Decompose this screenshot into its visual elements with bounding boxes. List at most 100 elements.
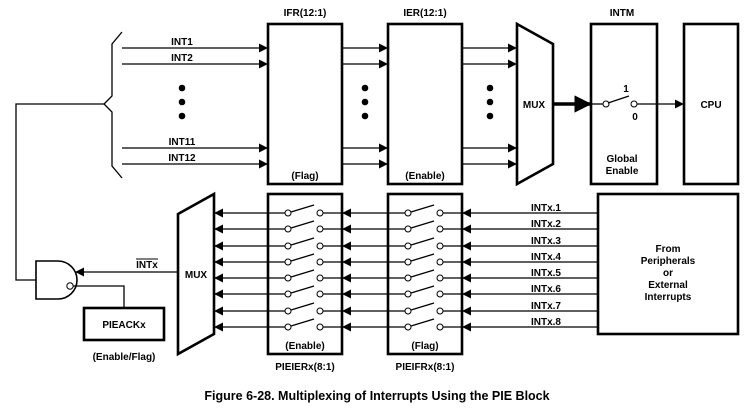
pieifr-switch-5-contact-b	[436, 290, 444, 298]
intm-switch-1: 1	[623, 84, 629, 95]
pieierx-title: PIEIERx(8:1)	[275, 362, 334, 373]
pieifr-switch-3-blade	[410, 253, 435, 262]
pieier-switch-0-contact-b	[316, 209, 324, 217]
pieifr-flag-label: (Flag)	[411, 341, 438, 352]
bottom-input-label-2: INTx.3	[531, 236, 561, 247]
bottom-input-label-7: INTx.8	[531, 317, 561, 328]
peripherals-line-1: From	[656, 244, 681, 255]
cpu-block	[682, 22, 740, 186]
bottom-input-label-1: INTx.2	[531, 219, 561, 230]
top-ellipsis-out-2	[486, 112, 494, 120]
pieier-switch-3-contact-a	[284, 258, 292, 266]
peripherals-line-4: External	[648, 280, 688, 291]
pieier-switch-1-contact-b	[316, 225, 324, 233]
pieifr-switch-2-contact-a	[404, 242, 412, 250]
pieier-register	[266, 192, 344, 356]
pieack-to-gate-wire	[73, 285, 125, 308]
pieier-switch-7-contact-a	[284, 323, 292, 331]
bottom-mux-label: MUX	[185, 270, 208, 281]
pieier-switch-1-blade	[290, 220, 315, 229]
top-input-label-0: INT1	[171, 37, 193, 48]
and-gate-inverter	[66, 282, 74, 290]
pieier-switch-6-contact-b	[316, 307, 324, 315]
pieier-switch-6-contact-a	[284, 307, 292, 315]
pieifr-switch-3-contact-a	[404, 258, 412, 266]
figure-caption: Figure 6-28. Multiplexing of Interrupts …	[204, 389, 549, 403]
pieifr-switch-2-blade	[410, 237, 435, 246]
ier-title: IER(12:1)	[403, 8, 446, 19]
pieifr-switch-4-contact-a	[404, 274, 412, 282]
pieifr-switch-6-contact-a	[404, 307, 412, 315]
pieack-note: (Enable/Flag)	[93, 352, 156, 363]
pieier-switch-2-blade	[290, 237, 315, 246]
top-input-label-3: INT12	[168, 153, 196, 164]
pieier-switch-5-contact-a	[284, 290, 292, 298]
ier-register	[386, 22, 464, 186]
pieifr-switch-1-contact-a	[404, 225, 412, 233]
top-ellipsis-inputs-2	[178, 112, 186, 120]
pieack-label: PIEACKx	[102, 320, 146, 331]
pieifr-switch-3-contact-b	[436, 258, 444, 266]
pieier-switch-4-contact-a	[284, 274, 292, 282]
pieifr-switch-4-blade	[410, 269, 435, 278]
pieifr-switch-7-blade	[410, 318, 435, 327]
pieier-switch-7-blade	[290, 318, 315, 327]
pieifr-switch-4-contact-b	[436, 274, 444, 282]
pieifrx-title: PIEIFRx(8:1)	[396, 362, 455, 373]
top-input-label-2: INT11	[169, 137, 196, 148]
bottom-input-label-3: INTx.4	[531, 252, 561, 263]
bottom-input-label-0: INTx.1	[531, 203, 561, 214]
top-mux	[515, 21, 555, 187]
pieifr-switch-1-blade	[410, 220, 435, 229]
pieier-switch-4-blade	[290, 269, 315, 278]
pieier-switch-2-contact-b	[316, 242, 324, 250]
pieier-switch-2-contact-a	[284, 242, 292, 250]
top-ellipsis-out-0	[486, 84, 494, 92]
pieifr-switch-2-contact-b	[436, 242, 444, 250]
intm-switch	[591, 95, 657, 108]
peripherals-block	[596, 192, 740, 336]
pieifr-switch-5-contact-a	[404, 290, 412, 298]
pieifr-switch-0-contact-b	[436, 209, 444, 217]
pieifr-register	[386, 192, 464, 356]
pieier-switch-5-blade	[290, 285, 315, 294]
cpu-label: CPU	[700, 100, 721, 111]
top-mux-label: MUX	[523, 100, 546, 111]
pieifr-switch-6-contact-b	[436, 307, 444, 315]
pieifr-switch-0-blade	[410, 204, 435, 213]
ifr-register	[266, 22, 344, 186]
bottom-input-label-5: INTx.6	[531, 284, 561, 295]
global-enable-label-1: Global	[606, 154, 637, 165]
pieier-switch-0-contact-a	[284, 209, 292, 217]
pieifr-switch-7-contact-b	[436, 323, 444, 331]
top-input-label-1: INT2	[171, 53, 193, 64]
intm-title: INTM	[610, 8, 634, 19]
feedback-wire	[15, 103, 104, 281]
peripherals-line-5: Interrupts	[645, 292, 692, 303]
top-ellipsis-mid-0	[361, 84, 369, 92]
peripherals-line-3: or	[663, 268, 673, 279]
bottom-mux	[176, 191, 216, 357]
ifr-title: IFR(12:1)	[284, 8, 327, 19]
top-ellipsis-inputs-1	[178, 98, 186, 106]
input-bracket	[103, 31, 123, 179]
ier-enable-label: (Enable)	[405, 171, 444, 182]
bottom-input-label-6: INTx.7	[531, 301, 561, 312]
top-ellipsis-mid-2	[361, 112, 369, 120]
pieier-switch-1-contact-a	[284, 225, 292, 233]
pieifr-switch-0-contact-a	[404, 209, 412, 217]
pieifr-switch-7-contact-a	[404, 323, 412, 331]
pieifr-switch-5-blade	[410, 285, 435, 294]
pieier-switch-3-contact-b	[316, 258, 324, 266]
intx-out-label: INTx	[136, 260, 158, 271]
top-ellipsis-out-1	[486, 98, 494, 106]
pieier-switch-0-blade	[290, 204, 315, 213]
pieier-switch-3-blade	[290, 253, 315, 262]
ifr-flag-label: (Flag)	[291, 171, 318, 182]
pieifr-switch-6-blade	[410, 302, 435, 311]
pieier-switch-7-contact-b	[316, 323, 324, 331]
bottom-input-label-4: INTx.5	[531, 268, 561, 279]
intm-switch-0: 0	[632, 112, 638, 123]
top-ellipsis-mid-1	[361, 98, 369, 106]
